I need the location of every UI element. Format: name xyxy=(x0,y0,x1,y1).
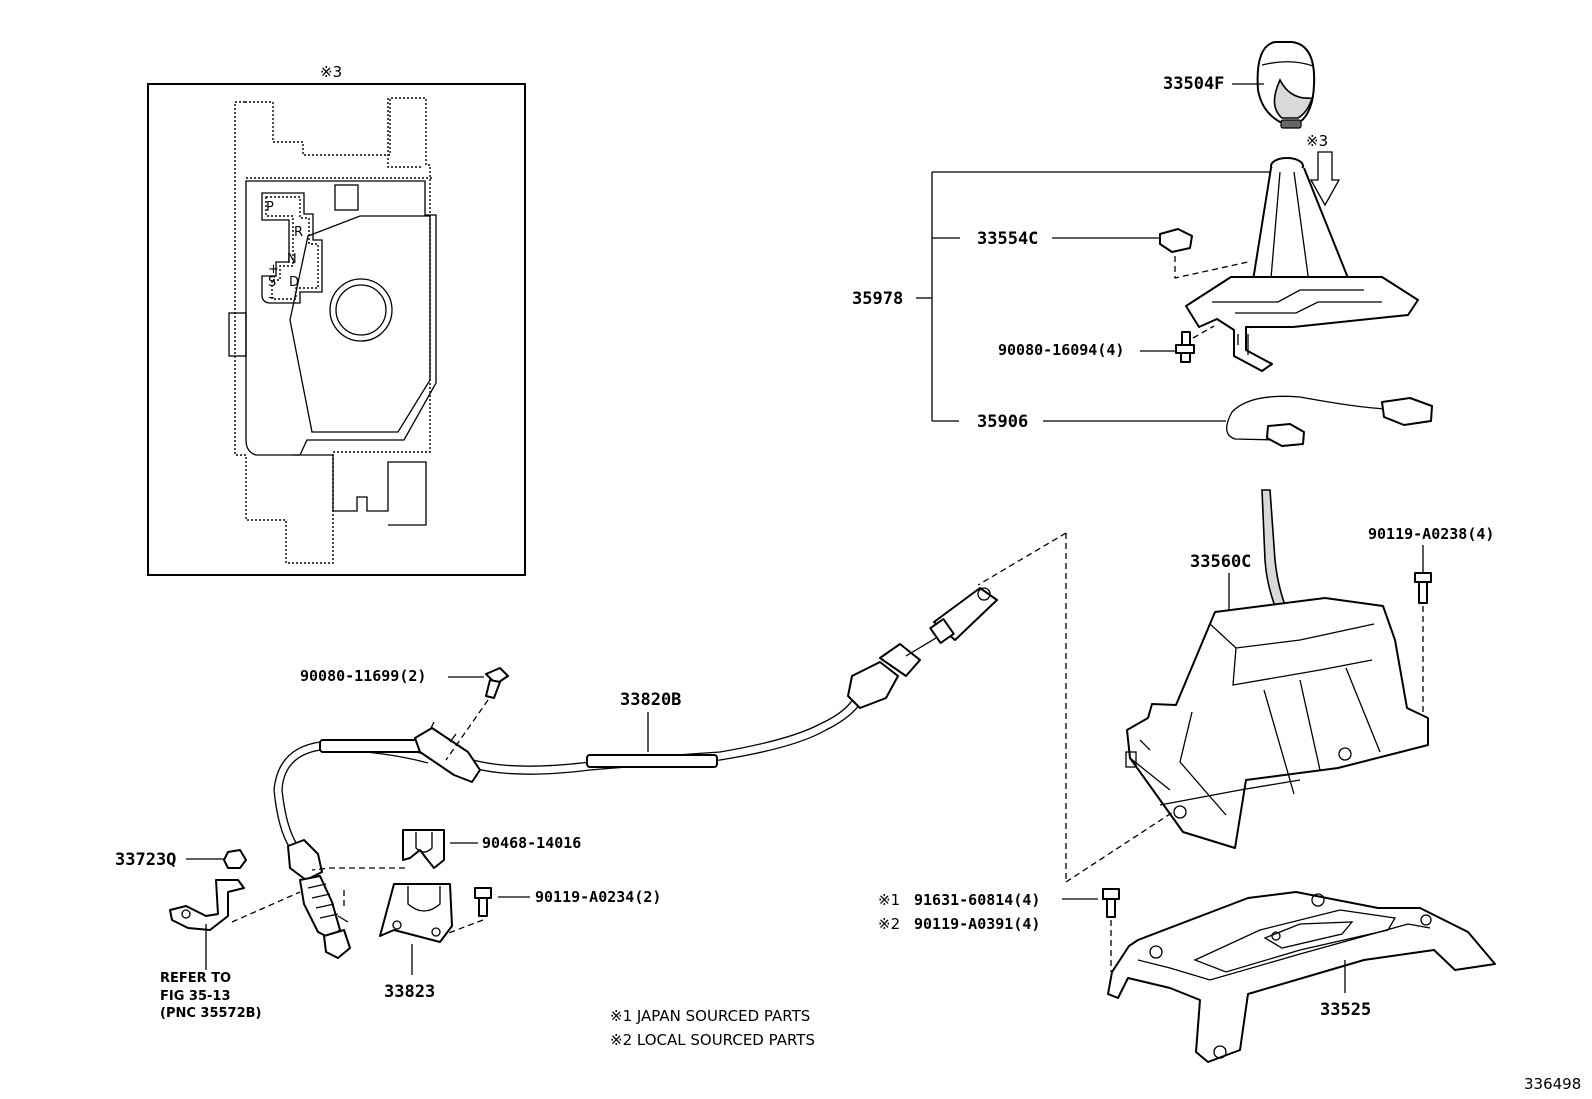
refer-line1: REFER TO xyxy=(160,971,231,986)
bracket-33823 xyxy=(379,883,453,943)
label-33525: 33525 xyxy=(1320,1000,1371,1020)
label-90080-16094: 90080-16094(4) xyxy=(998,341,1124,359)
label-90468-14016: 90468-14016 xyxy=(482,834,581,852)
label-90119-A0238: 90119-A0238(4) xyxy=(1368,525,1494,543)
label-90119-A0391: 90119-A0391(4) xyxy=(914,915,1040,933)
gate-s: S xyxy=(268,275,276,290)
gate-d: D xyxy=(289,275,299,290)
inset-marker: ※3 xyxy=(320,63,342,81)
label-91631-60814: 91631-60814(4) xyxy=(914,891,1040,909)
label-33823: 33823 xyxy=(384,982,435,1002)
note-japan-sourced: ※1 JAPAN SOURCED PARTS xyxy=(610,1007,810,1025)
label-33504F: 33504F xyxy=(1163,74,1224,94)
label-33723Q: 33723Q xyxy=(115,850,176,870)
note-local-sourced: ※2 LOCAL SOURCED PARTS xyxy=(610,1031,815,1049)
bolt-90080-11699 xyxy=(485,667,509,699)
screw-90080-16094 xyxy=(1175,331,1195,363)
wire-harness-35906 xyxy=(1226,395,1433,447)
refer-line2: FIG 35-13 xyxy=(160,989,231,1004)
bolt-90119-A0234 xyxy=(474,887,492,917)
arrow-marker-3: ※3 xyxy=(1306,132,1328,150)
label-33560C: 33560C xyxy=(1190,552,1251,572)
shift-gate-inset: ※3 P R N D S + – xyxy=(147,63,526,576)
refer-bracket xyxy=(169,879,245,931)
label-90119-A0234: 90119-A0234(2) xyxy=(535,888,661,906)
gate-minus: – xyxy=(268,290,275,305)
label-35978: 35978 xyxy=(852,289,903,309)
label-35906: 35906 xyxy=(977,412,1028,432)
clip-90468-14016 xyxy=(402,829,445,869)
marker-1: ※1 xyxy=(878,891,900,909)
shift-lever-33560C xyxy=(1125,489,1429,849)
refer-line3: (PNC 35572B) xyxy=(160,1006,262,1021)
gate-plus: + xyxy=(268,262,279,277)
gate-p: P xyxy=(266,200,274,215)
gate-n: N xyxy=(287,252,297,267)
shift-cable-33820B xyxy=(273,587,998,959)
shift-knob xyxy=(1256,41,1316,129)
shift-boot-assembly xyxy=(1185,157,1419,372)
diagram-id: 336498 xyxy=(1524,1075,1581,1093)
bracket-33525 xyxy=(1107,891,1496,1063)
view-arrow-icon xyxy=(1309,151,1341,207)
nut-33723Q xyxy=(223,849,247,869)
bolt-90119-A0238 xyxy=(1414,572,1432,604)
label-33820B: 33820B xyxy=(620,690,681,710)
bolt-91631 xyxy=(1102,888,1120,918)
marker-2: ※2 xyxy=(878,915,900,933)
clip-33554C xyxy=(1159,228,1193,253)
label-33554C: 33554C xyxy=(977,229,1038,249)
gate-r: R xyxy=(294,225,303,240)
label-90080-11699: 90080-11699(2) xyxy=(300,667,426,685)
